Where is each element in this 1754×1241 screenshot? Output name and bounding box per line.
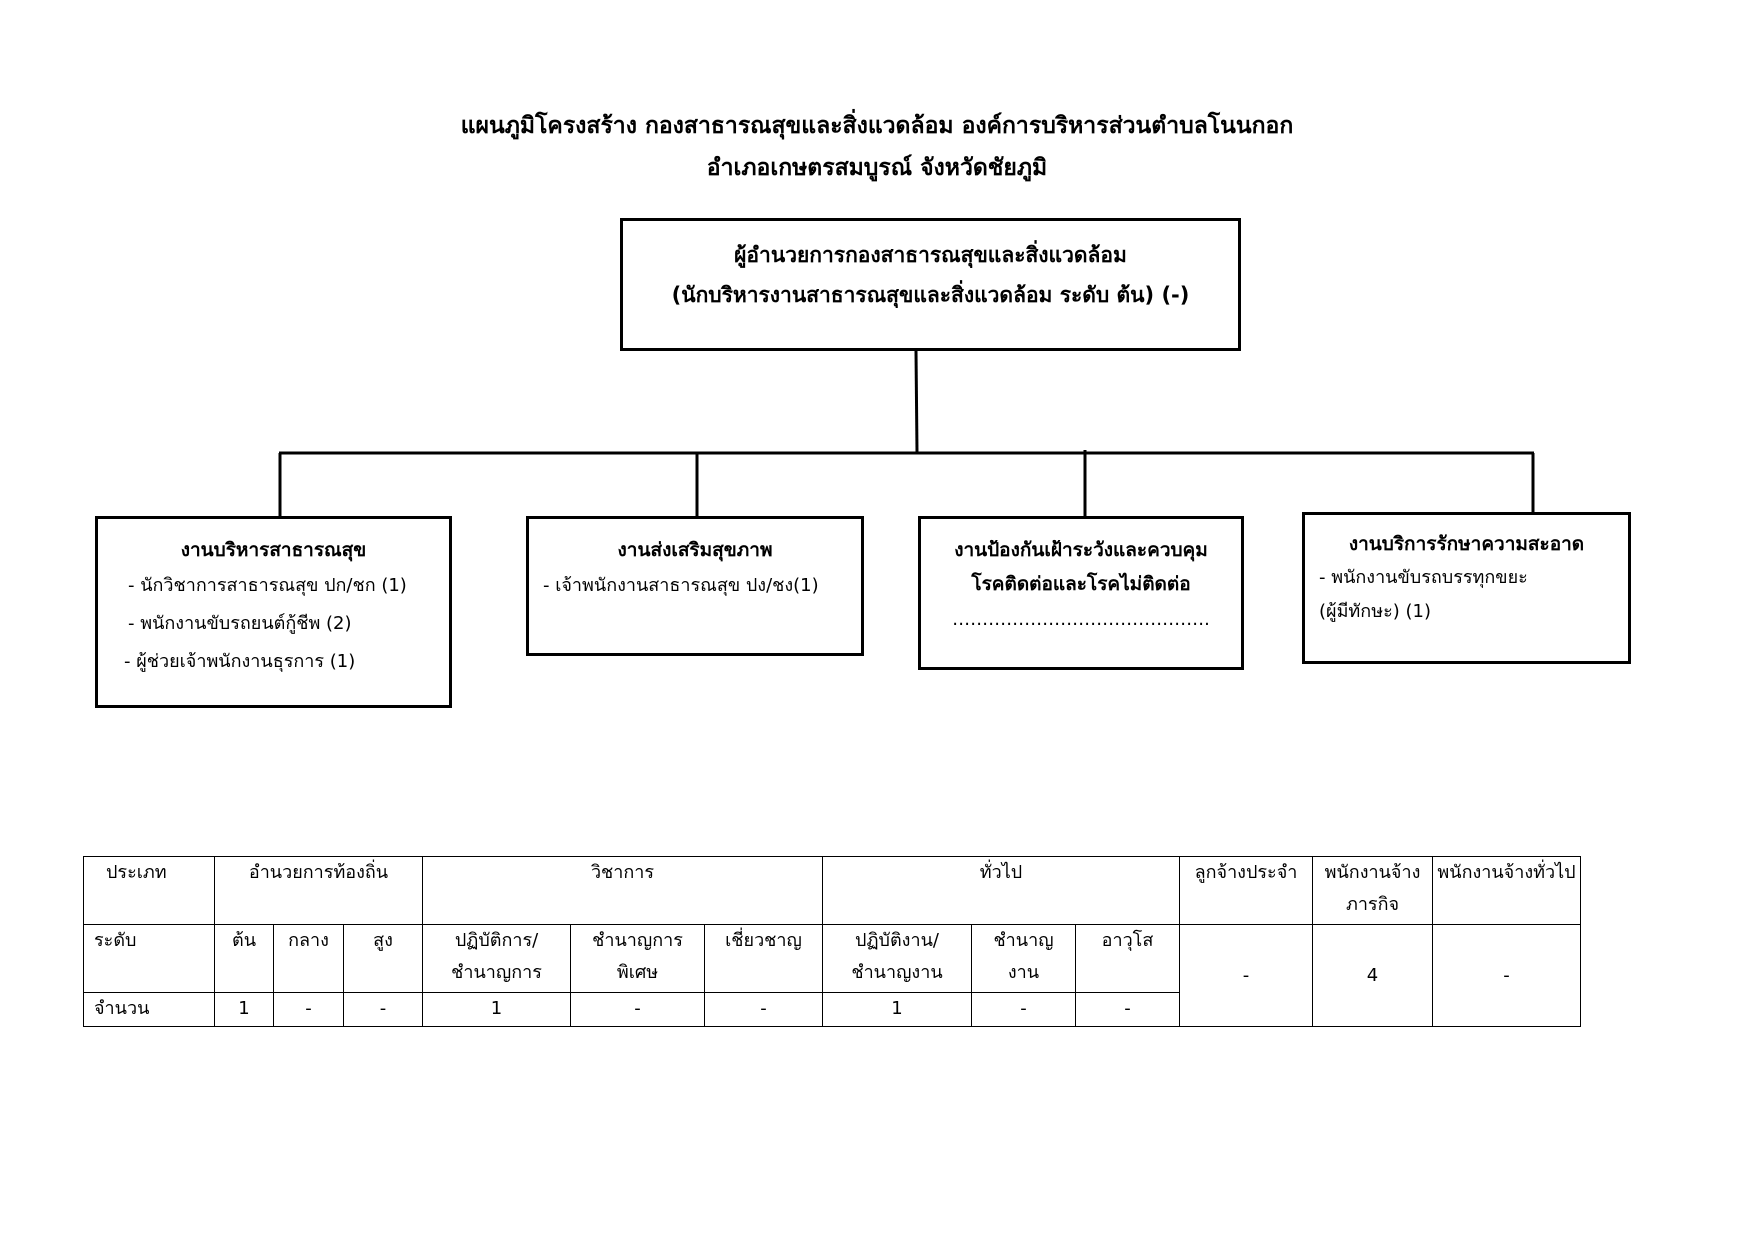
- level-cell: อาวุโส: [1075, 924, 1180, 993]
- chart-title-line2: อำเภอเกษตรสมบูรณ์ จังหวัดชัยภูมิ: [706, 155, 1048, 181]
- unit-box-disease-control: งานป้องกันเฝ้าระวังและควบคุม โรคติดต่อแล…: [918, 516, 1244, 670]
- header-mission: พนักงานจ้างภารกิจ: [1312, 856, 1433, 925]
- level-cell: ปฏิบัติงาน/ชำนาญงาน: [822, 924, 972, 993]
- unit-title-line2: โรคติดต่อและโรคไม่ติดต่อ: [971, 573, 1191, 595]
- unit-title: งานบริหารสาธารณสุข: [180, 539, 367, 561]
- count-cell: -: [971, 992, 1076, 1027]
- mission-value: 4: [1312, 924, 1433, 1027]
- count-cell: -: [273, 992, 344, 1027]
- count-cell: 1: [214, 992, 274, 1027]
- table-row-header: ประเภท อำนวยการท้องถิ่น วิชาการ ทั่วไป ล…: [83, 856, 1581, 925]
- level-cell: ชำนาญการพิเศษ: [570, 924, 705, 993]
- director-position: (นักบริหารงานสาธารณสุขและสิ่งแวดล้อม ระด…: [671, 283, 1190, 307]
- header-academic: วิชาการ: [422, 856, 823, 925]
- level-cell: สูง: [343, 924, 423, 993]
- count-cell: -: [704, 992, 823, 1027]
- header-type: ประเภท: [83, 856, 215, 925]
- level-cell: กลาง: [273, 924, 344, 993]
- general-emp-value: -: [1432, 924, 1581, 1027]
- unit-staff-item: - ผู้ช่วยเจ้าพนักงานธุรการ (1): [124, 651, 356, 672]
- unit-title: งานส่งเสริมสุขภาพ: [617, 539, 773, 561]
- unit-title-line1: งานป้องกันเฝ้าระวังและควบคุม: [954, 539, 1208, 561]
- count-cell: 1: [822, 992, 972, 1027]
- header-general: ทั่วไป: [822, 856, 1180, 925]
- unit-box-sanitation: งานบริการรักษาความสะอาด - พนักงานขับรถบร…: [1302, 512, 1631, 664]
- unit-staff-item: …………………………………….: [952, 609, 1210, 630]
- unit-staff-item: - พนักงานขับรถบรรทุกขยะ: [1319, 567, 1528, 588]
- connector-director-down: [914, 350, 919, 453]
- count-cell: -: [1075, 992, 1180, 1027]
- unit-box-public-health-admin: งานบริหารสาธารณสุข - นักวิชาการสาธารณสุข…: [95, 516, 452, 708]
- director-title: ผู้อำนวยการกองสาธารณสุขและสิ่งแวดล้อม: [734, 243, 1127, 267]
- staffing-table: ประเภท อำนวยการท้องถิ่น วิชาการ ทั่วไป ล…: [83, 856, 1581, 1027]
- unit-staff-item: (ผู้มีทักษะ) (1): [1319, 601, 1431, 622]
- header-local-admin: อำนวยการท้องถิ่น: [214, 856, 423, 925]
- permanent-value: -: [1179, 924, 1313, 1027]
- header-general-emp: พนักงานจ้างทั่วไป: [1432, 856, 1581, 925]
- table-row-level: ระดับ ต้น กลาง สูง ปฏิบัติการ/ชำนาญการ ช…: [83, 924, 1581, 1027]
- level-cell: ต้น: [214, 924, 274, 993]
- chart-title-line1: แผนภูมิโครงสร้าง กองสาธารณสุขและสิ่งแวดล…: [460, 113, 1294, 139]
- count-cell: 1: [422, 992, 571, 1027]
- level-cell: ปฏิบัติการ/ชำนาญการ: [422, 924, 571, 993]
- unit-staff-item: - นักวิชาการสาธารณสุข ปก/ชก (1): [128, 575, 407, 596]
- unit-box-health-promotion: งานส่งเสริมสุขภาพ - เจ้าพนักงานสาธารณสุข…: [526, 516, 864, 656]
- unit-title: งานบริการรักษาความสะอาด: [1348, 533, 1585, 555]
- level-cell: เชี่ยวชาญ: [704, 924, 823, 993]
- row-label-level: ระดับ: [83, 924, 215, 993]
- table-row-count: จำนวน 1 - - 1 - - 1 - -: [83, 992, 1581, 1027]
- count-cell: -: [570, 992, 705, 1027]
- count-cell: -: [343, 992, 423, 1027]
- director-box: ผู้อำนวยการกองสาธารณสุขและสิ่งแวดล้อม (น…: [620, 218, 1241, 351]
- row-label-count: จำนวน: [83, 992, 215, 1027]
- unit-staff-item: - พนักงานขับรถยนต์กู้ชีพ (2): [128, 613, 352, 634]
- unit-staff-item: - เจ้าพนักงานสาธารณสุข ปง/ชง(1): [543, 575, 819, 596]
- level-cell: ชำนาญงาน: [971, 924, 1076, 993]
- header-permanent: ลูกจ้างประจำ: [1179, 856, 1313, 925]
